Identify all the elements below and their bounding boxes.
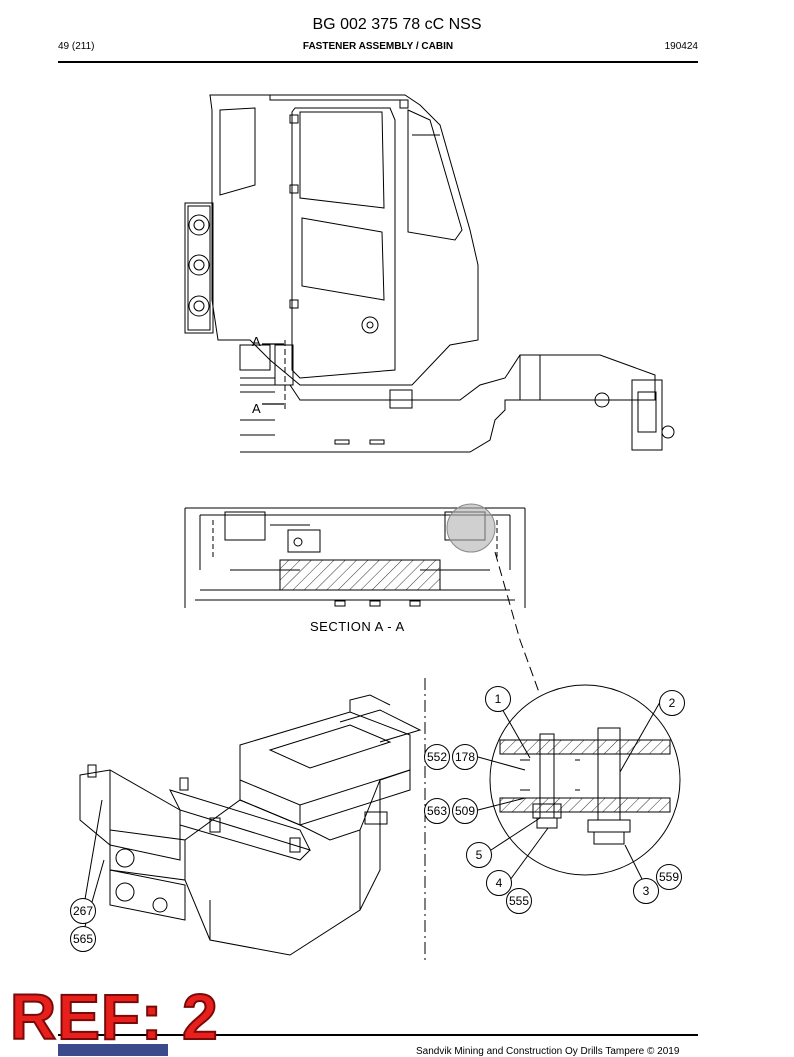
section-marker-top: A <box>252 334 261 349</box>
detail-view <box>424 678 681 960</box>
footer-rule <box>58 1034 698 1036</box>
callout-balloon: 5 <box>466 842 492 868</box>
callout-balloon: 3 <box>633 878 659 904</box>
ref-stamp: REF: 2 <box>9 981 219 1053</box>
section-title: FASTENER ASSEMBLY / CABIN <box>302 41 454 52</box>
footer-copyright: Sandvik Mining and Construction Oy Drill… <box>416 1046 680 1057</box>
callout-balloon: 1 <box>485 686 511 712</box>
section-label: SECTION A - A <box>310 619 405 634</box>
callout-balloon: 267 <box>70 898 96 924</box>
header-rule <box>58 61 698 63</box>
callout-balloon: 2 <box>659 690 685 716</box>
callout-balloon: 563 <box>424 798 450 824</box>
page-number: 49 (211) <box>58 41 95 52</box>
cabin-side-view <box>184 94 675 453</box>
callout-balloon: 178 <box>452 744 478 770</box>
callout-balloon: 555 <box>506 888 532 914</box>
callout-balloon: 559 <box>656 864 682 890</box>
isometric-frame-view <box>79 694 422 956</box>
callout-balloon: 4 <box>486 870 512 896</box>
document-title: BG 002 375 78 cC NSS <box>312 16 482 33</box>
document-date: 190424 <box>664 41 698 52</box>
callout-balloon: 565 <box>70 926 96 952</box>
section-a-a-view <box>184 503 541 696</box>
callout-balloon: 509 <box>452 798 478 824</box>
callout-balloon: 552 <box>424 744 450 770</box>
section-marker-bottom: A <box>252 401 261 416</box>
